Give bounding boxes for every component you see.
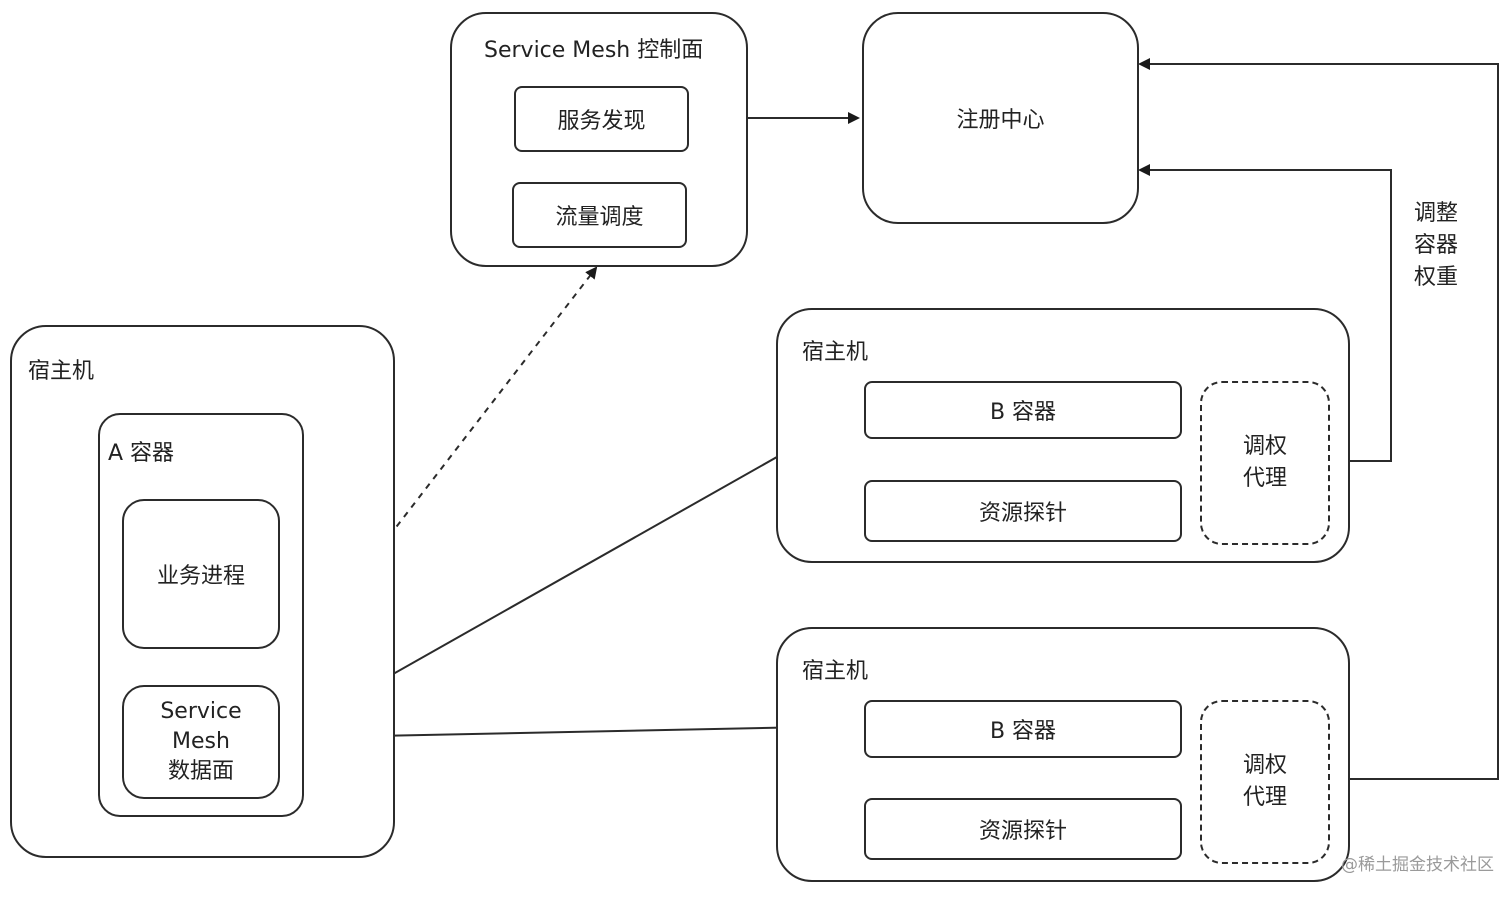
arrow-proxy1-to-registry	[1138, 164, 1392, 462]
b1-weight-proxy-node: 调权 代理	[1200, 381, 1330, 545]
host-b1: 宿主机 B 容器 资源探针 调权 代理	[776, 308, 1350, 563]
adjust-weight-label: 调整 容器 权重	[1414, 201, 1459, 290]
container-a: A 容器 业务进程 Service Mesh 数据面	[98, 413, 304, 817]
b2-container-node: B 容器	[864, 700, 1182, 758]
business-process-node: 业务进程	[122, 499, 280, 649]
host-b2: 宿主机 B 容器 资源探针 调权 代理	[776, 627, 1350, 882]
arrow-proxy2-to-registry	[1138, 58, 1499, 780]
host-a-title: 宿主机	[28, 359, 95, 384]
b2-weight-proxy-node: 调权 代理	[1200, 700, 1330, 864]
host-b1-title: 宿主机	[802, 340, 869, 365]
b1-container-node: B 容器	[864, 381, 1182, 439]
host-a: 宿主机 A 容器 业务进程 Service Mesh 数据面	[10, 325, 395, 858]
traffic-scheduling-node: 流量调度	[512, 182, 687, 248]
host-b2-title: 宿主机	[802, 659, 869, 684]
control-plane: Service Mesh 控制面 服务发现 流量调度	[450, 12, 748, 267]
watermark: @稀土掘金技术社区	[1341, 855, 1494, 875]
data-plane-node: Service Mesh 数据面	[122, 685, 280, 799]
b2-resource-probe-node: 资源探针	[864, 798, 1182, 860]
container-a-title: A 容器	[108, 441, 175, 466]
control-plane-title: Service Mesh 控制面	[484, 38, 704, 63]
registry-node: 注册中心	[862, 12, 1139, 224]
service-discovery-node: 服务发现	[514, 86, 689, 152]
b1-resource-probe-node: 资源探针	[864, 480, 1182, 542]
